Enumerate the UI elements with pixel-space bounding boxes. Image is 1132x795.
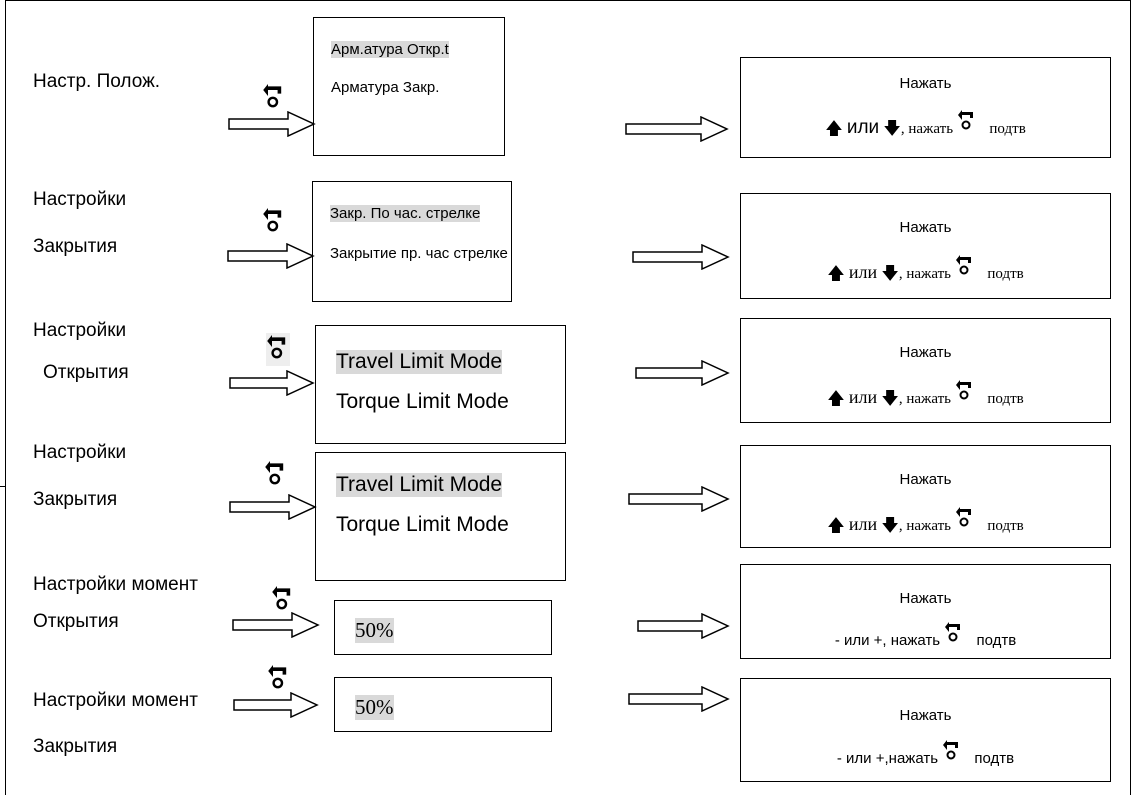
row3-result-title: Нажать [899,344,952,361]
row4-label-line2: Закрытия [33,489,118,510]
row5-label-line1: Настройки момент [33,574,198,595]
row6-result-title: Нажать [899,707,952,724]
row4-label-line1: Настройки [33,442,127,463]
enter-key-icon [957,109,977,135]
hollow-right-arrow-icon [628,486,730,512]
row1-confirm: подтв [989,121,1026,137]
row4-confirm: подтв [987,518,1024,534]
row4-result-title: Нажать [899,471,952,488]
up-arrow-icon: 🡅 [827,516,845,535]
row3-confirm: подтв [987,391,1024,407]
enter-key-icon [271,584,295,617]
row5-label-line2: Открытия [33,611,119,632]
row5-value: 50% [355,618,394,643]
down-arrow-icon: 🡇 [881,264,899,283]
row1-or: или [846,117,880,138]
row2-result-title: Нажать [899,219,952,236]
hollow-right-arrow-icon [233,692,319,718]
row5-result-line: - или +, нажать подтв [741,621,1110,649]
row1-result-box: Нажать 🡅 или 🡇, нажать подтв [740,57,1111,158]
row6-confirm: подтв [974,750,1015,767]
row3-label-line1: Настройки [33,320,127,341]
hollow-right-arrow-icon [625,116,729,142]
enter-key-icon [266,333,290,366]
hollow-right-arrow-icon [637,613,730,639]
row5-value-box: 50% [334,600,552,655]
hollow-right-arrow-icon [635,360,730,386]
row6-instruction: - или +,нажать [836,750,939,767]
row1-result-line: 🡅 или 🡇, нажать подтв [741,109,1110,145]
row3-options-box: Travel Limit Mode Torque Limit Mode [315,325,566,444]
row1-option-selected: Арм.атура Откр.t [331,41,449,58]
enter-key-icon [955,379,975,405]
row5-confirm: подтв [976,632,1017,649]
row3-option: Torque Limit Mode [336,390,509,413]
hollow-right-arrow-icon [228,111,316,137]
row4-result-box: Нажать 🡅 или 🡇, нажать подтв [740,445,1111,548]
row4-option-selected: Travel Limit Mode [336,473,503,497]
row6-value: 50% [355,695,394,720]
row3-or: или [848,387,878,407]
row1-result-title: Нажать [899,75,952,92]
row5-result-box: Нажать - или +, нажать подтв [740,564,1111,659]
hollow-right-arrow-icon [227,243,315,269]
down-arrow-icon: 🡇 [881,516,899,535]
hollow-right-arrow-icon [229,370,315,396]
row3-label-line2: Открытия [43,362,129,383]
row1-label: Настр. Полож. [33,71,161,92]
row6-label-line2: Закрытия [33,736,118,757]
row2-label-line1: Настройки [33,189,127,210]
diagram-frame [5,0,1131,795]
row2-result-box: Нажать 🡅 или 🡇, нажать подтв [740,193,1111,299]
enter-key-icon [955,506,975,532]
up-arrow-icon: 🡅 [827,264,845,283]
frame-tick [0,486,6,487]
row6-result-box: Нажать - или +,нажать подтв [740,678,1111,782]
row3-press: , нажать [898,391,952,407]
row1-option: Арматура Закр. [331,79,440,96]
row1-options-box: Арм.атура Откр.t Арматура Закр. [313,17,505,156]
row5-result-title: Нажать [899,590,952,607]
row2-options-box: Закр. По час. стрелке Закрытие пр. час с… [312,181,512,302]
enter-key-icon [264,459,288,492]
hollow-right-arrow-icon [628,686,730,712]
row4-result-line: 🡅 или 🡇, нажать подтв [741,506,1110,542]
row3-result-box: Нажать 🡅 или 🡇, нажать подтв [740,318,1111,423]
row6-label-line1: Настройки момент [33,690,198,711]
row3-option-selected: Travel Limit Mode [336,350,503,374]
row4-option: Torque Limit Mode [336,513,509,536]
row2-label-line2: Закрытия [33,236,118,257]
up-arrow-icon: 🡅 [827,389,845,408]
row2-confirm: подтв [987,266,1024,282]
up-arrow-icon: 🡅 [825,119,843,138]
row6-value-box: 50% [334,677,552,732]
enter-key-icon [955,254,975,280]
row2-or: или [848,262,878,282]
row2-option: Закрытие пр. час стрелке [330,245,508,262]
row6-result-line: - или +,нажать подтв [741,739,1110,767]
hollow-right-arrow-icon [632,244,730,270]
enter-key-icon [944,621,964,647]
down-arrow-icon: 🡇 [883,119,901,138]
enter-key-icon [267,663,291,696]
down-arrow-icon: 🡇 [881,389,899,408]
row3-result-line: 🡅 или 🡇, нажать подтв [741,379,1110,415]
hollow-right-arrow-icon [232,612,320,638]
hollow-right-arrow-icon [229,494,317,520]
enter-key-icon [942,739,962,765]
row4-press: , нажать [898,518,952,534]
row4-or: или [848,514,878,534]
enter-key-icon [262,82,286,115]
row2-press: , нажать [898,266,952,282]
row2-result-line: 🡅 или 🡇, нажать подтв [741,254,1110,290]
row1-press: , нажать [900,121,954,137]
row4-options-box: Travel Limit Mode Torque Limit Mode [315,452,566,581]
row5-instruction: - или +, нажать [834,632,941,649]
enter-key-icon [262,206,286,239]
row2-option-selected: Закр. По час. стрелке [330,205,481,222]
